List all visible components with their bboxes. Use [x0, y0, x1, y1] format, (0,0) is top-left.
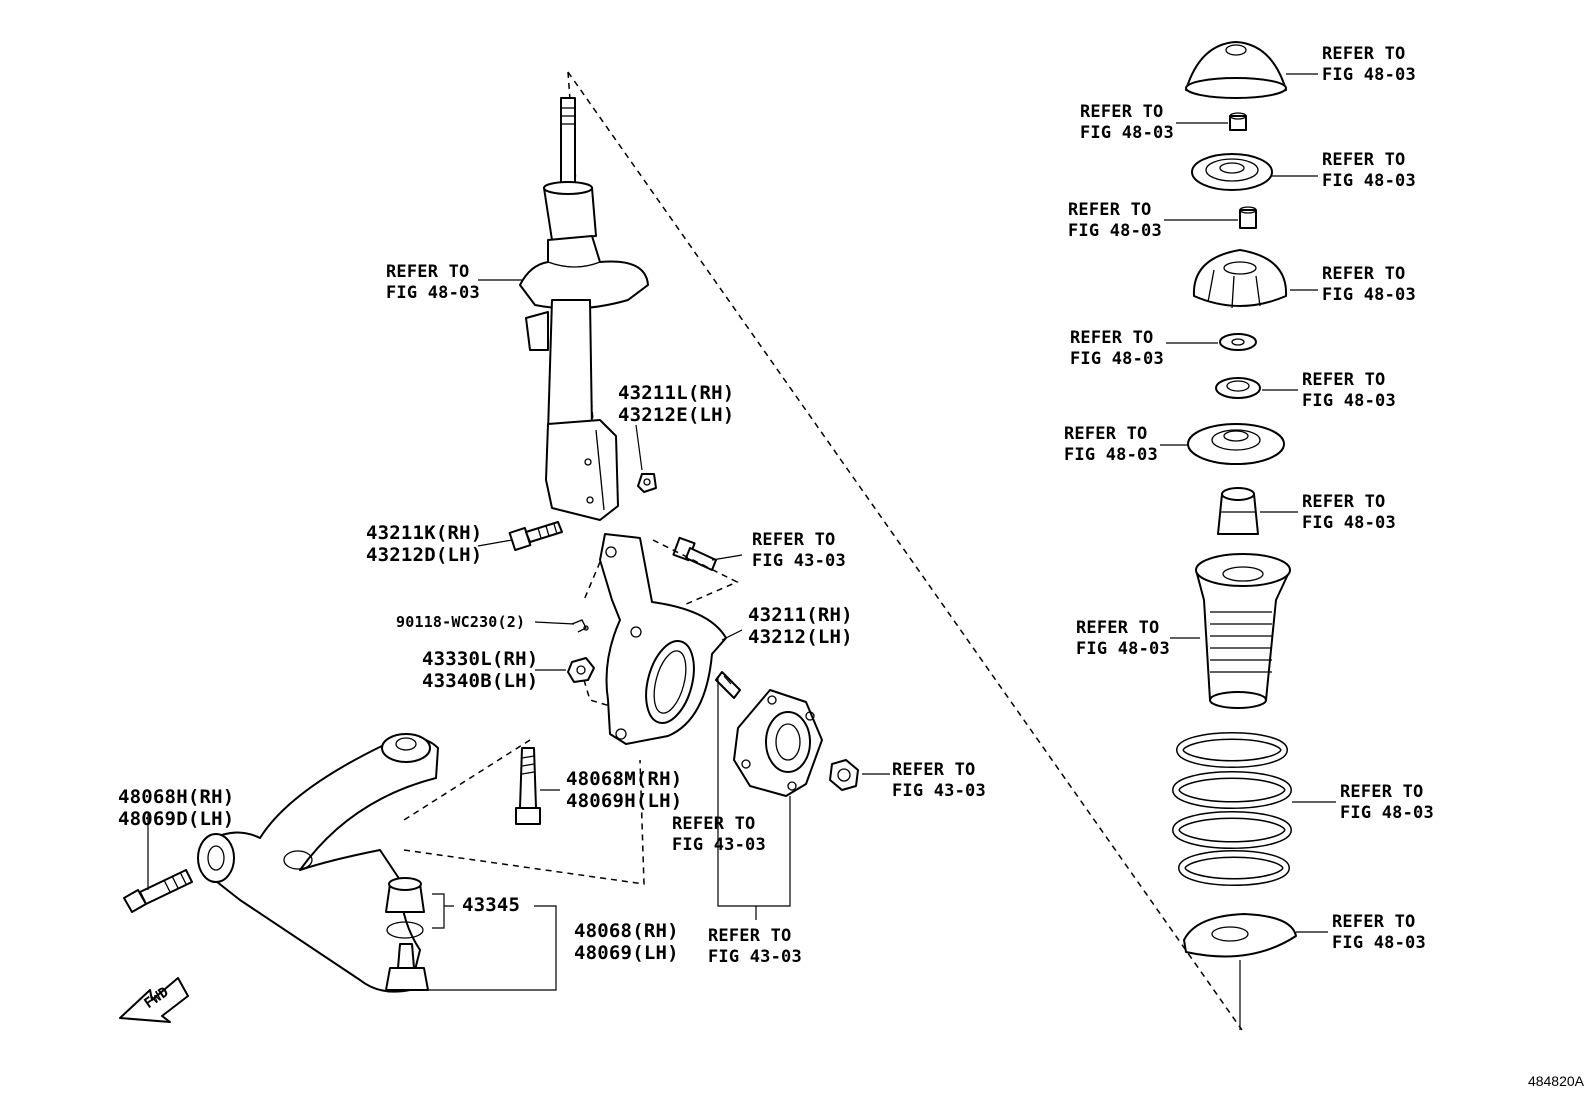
kit-leader-lines: [1160, 73, 1336, 1030]
knuckle-part-number[interactable]: 43211(RH) 43212(LH): [748, 604, 853, 648]
kit-refer-label-11[interactable]: REFER TO FIG 48-03: [1340, 782, 1434, 823]
upper-spring-seat[interactable]: [1187, 423, 1285, 465]
kit-refer-label-6[interactable]: REFER TO FIG 48-03: [1070, 328, 1164, 369]
kit-refer-label-7[interactable]: REFER TO FIG 48-03: [1302, 370, 1396, 411]
kit-refer-label-2[interactable]: REFER TO FIG 48-03: [1080, 102, 1174, 143]
lock-nut[interactable]: [567, 657, 595, 683]
arm-guides: [403, 739, 645, 885]
fwd-arrow-icon: [119, 977, 189, 1023]
axle-nut-refer-label[interactable]: REFER TO FIG 43-03: [892, 760, 986, 801]
arm-bolt-part-number[interactable]: 48068H(RH) 48069D(LH): [118, 786, 235, 830]
knuckle-guides: [583, 539, 739, 707]
collar-nut[interactable]: [1239, 206, 1257, 229]
kit-refer-label-8[interactable]: REFER TO FIG 48-03: [1064, 424, 1158, 465]
arm-bolt[interactable]: [123, 869, 193, 913]
kit-refer-label-4[interactable]: REFER TO FIG 48-03: [1068, 200, 1162, 241]
hub-bearing[interactable]: [715, 671, 823, 797]
leader-lines: [147, 279, 890, 991]
hub-bolt-part-number[interactable]: 48068M(RH) 48069H(LH): [566, 768, 683, 812]
top-nut[interactable]: [1229, 112, 1247, 131]
strut-bolt-part-number[interactable]: 43211K(RH) 43212D(LH): [366, 522, 483, 566]
strut-assembly[interactable]: [519, 97, 649, 521]
camber-bolt-refer-label[interactable]: REFER TO FIG 43-03: [752, 530, 846, 571]
kit-refer-label-5[interactable]: REFER TO FIG 48-03: [1322, 264, 1416, 305]
strut-refer-label[interactable]: REFER TO FIG 48-03: [386, 262, 480, 303]
clip-part-number[interactable]: 90118-WC230(2): [396, 613, 526, 631]
axle-nut[interactable]: [829, 759, 859, 791]
hub-stud-bolt[interactable]: [515, 747, 541, 825]
hub-refer-label-a[interactable]: REFER TO FIG 43-03: [672, 814, 766, 855]
figure-code: 484820A: [1527, 1073, 1584, 1089]
camber-bolt[interactable]: [672, 536, 717, 571]
strut-nut[interactable]: [637, 473, 657, 493]
bearing-ring[interactable]: [1215, 377, 1261, 399]
bushing[interactable]: [385, 877, 425, 939]
strut-nut-part-number[interactable]: 43211L(RH) 43212E(LH): [618, 382, 735, 426]
washer[interactable]: [1219, 333, 1257, 351]
bump-stopper[interactable]: [1217, 487, 1259, 535]
mount-bearing-plate[interactable]: [1191, 153, 1273, 191]
lock-nut-part-number[interactable]: 43330L(RH) 43340B(LH): [422, 648, 539, 692]
lower-insulator[interactable]: [1183, 913, 1297, 958]
strut-bolt[interactable]: [508, 521, 563, 552]
kit-refer-label-10[interactable]: REFER TO FIG 48-03: [1076, 618, 1170, 659]
hub-refer-label-b[interactable]: REFER TO FIG 43-03: [708, 926, 802, 967]
coil-spring[interactable]: [1172, 732, 1292, 886]
kit-refer-label-9[interactable]: REFER TO FIG 48-03: [1302, 492, 1396, 533]
kit-refer-label-12[interactable]: REFER TO FIG 48-03: [1332, 912, 1426, 953]
dust-boot[interactable]: [1195, 553, 1291, 709]
arm-part-number[interactable]: 48068(RH) 48069(LH): [574, 920, 679, 964]
kit-refer-label-1[interactable]: REFER TO FIG 48-03: [1322, 44, 1416, 85]
clip[interactable]: [571, 619, 589, 633]
kit-refer-label-3[interactable]: REFER TO FIG 48-03: [1322, 150, 1416, 191]
upper-support[interactable]: [1192, 249, 1288, 309]
steering-knuckle[interactable]: [599, 533, 727, 745]
lower-control-arm[interactable]: [197, 733, 439, 993]
upper-mount-cap[interactable]: [1185, 41, 1287, 99]
bushing-part-number[interactable]: 43345: [462, 894, 521, 916]
